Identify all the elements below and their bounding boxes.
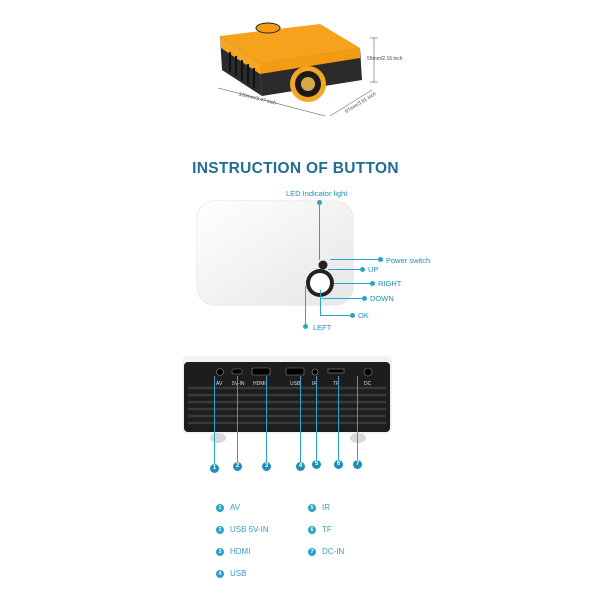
legend-item: 3 HDMI	[216, 547, 269, 556]
pin-line-4	[300, 376, 301, 462]
port-label-ir: IR	[312, 381, 317, 387]
legend-label: DC-IN	[322, 547, 345, 556]
legend-number: 4	[216, 569, 224, 578]
right-dot	[370, 281, 375, 286]
down-line	[322, 298, 362, 299]
pin-2: 2	[233, 462, 242, 471]
pin-line-1	[214, 376, 215, 464]
port-label-av: AV	[216, 381, 223, 387]
pin-5: 5	[312, 460, 321, 469]
left-label: LEFT	[313, 323, 332, 332]
down-label: DOWN	[370, 294, 394, 303]
button-diagram	[195, 195, 355, 310]
legend-item: 7 DC-IN	[308, 547, 344, 556]
pin-line-3	[266, 376, 267, 462]
pin-7: 7	[353, 460, 362, 469]
up-label: UP	[368, 265, 379, 274]
legend-item: 2 USB 5V-IN	[216, 525, 269, 534]
down-dot	[362, 296, 367, 301]
left-line	[305, 286, 306, 324]
port-label-dc: DC	[364, 381, 372, 387]
projector-product-image	[200, 8, 400, 128]
led-dot	[317, 200, 322, 205]
right-line	[334, 283, 370, 284]
pin-line-7	[357, 376, 358, 460]
legend-label: IR	[322, 503, 330, 512]
projector-illustration	[217, 22, 378, 117]
legend-column-left: 1 AV 2 USB 5V-IN 3 HDMI 4 USB	[216, 503, 269, 578]
legend-label: AV	[230, 503, 241, 512]
power-switch-label: Power switch	[386, 256, 431, 265]
legend-number: 1	[216, 503, 224, 512]
pin-line-5	[316, 376, 317, 460]
legend-number: 5	[308, 503, 316, 512]
up-line	[328, 269, 360, 270]
up-dot	[360, 267, 365, 272]
right-label: RIGHT	[378, 279, 402, 288]
led-indicator-label: LED Indicator light	[286, 189, 348, 198]
legend-number: 7	[308, 547, 316, 556]
pin-6: 6	[334, 460, 343, 469]
dimension-height: 55mm/2.16 inch	[367, 56, 403, 62]
pin-1: 1	[210, 464, 219, 473]
left-dot	[303, 324, 308, 329]
projector-top-illustration	[196, 200, 354, 306]
legend-label: HDMI	[230, 547, 251, 556]
ok-vline	[320, 290, 321, 315]
port-label-tf: TF	[333, 381, 340, 387]
port-label-5vin: 5V-IN	[232, 381, 245, 387]
legend-item: 4 USB	[216, 569, 269, 578]
power-dot	[378, 257, 383, 262]
legend-number: 6	[308, 525, 316, 534]
pin-line-6	[338, 376, 339, 460]
pin-3: 3	[262, 462, 271, 471]
legend-number: 2	[216, 525, 224, 534]
page-title: INSTRUCTION OF BUTTON	[192, 160, 399, 177]
ok-label: OK	[358, 311, 369, 320]
pin-4: 4	[296, 462, 305, 471]
pin-line-2	[237, 376, 238, 462]
legend-label: TF	[322, 525, 332, 534]
port-label-usb: USB	[290, 381, 301, 387]
ok-dot	[350, 313, 355, 318]
power-line	[330, 259, 378, 260]
led-line	[319, 204, 320, 260]
legend-number: 3	[216, 547, 224, 556]
legend-label: USB 5V-IN	[230, 525, 269, 534]
ok-line	[320, 315, 350, 316]
legend-item: 1 AV	[216, 503, 269, 512]
port-label-hdmi: HDMI	[253, 381, 266, 387]
legend-label: USB	[230, 569, 247, 578]
legend-item: 5 IR	[308, 503, 344, 512]
legend-column-right: 5 IR 6 TF 7 DC-IN	[308, 503, 344, 556]
legend-item: 6 TF	[308, 525, 344, 534]
